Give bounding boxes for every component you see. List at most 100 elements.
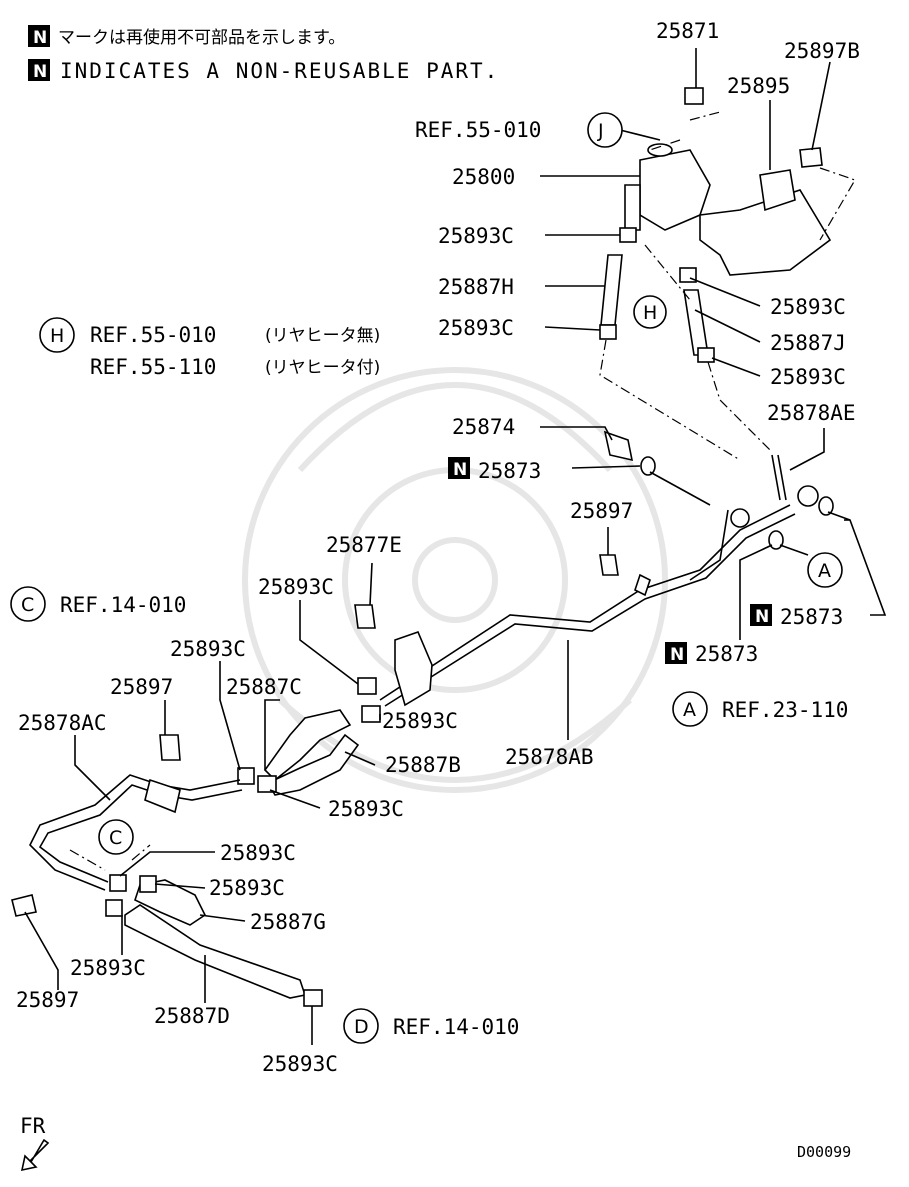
n-badge-icon — [28, 59, 50, 81]
svg-text:REF.55-010: REF.55-010 — [90, 323, 216, 347]
svg-text:N: N — [755, 607, 769, 627]
hose-25887b — [266, 733, 360, 796]
svg-text:(リヤヒータ付): (リヤヒータ付) — [265, 358, 380, 378]
svg-text:D: D — [354, 1016, 369, 1038]
part-label: 25893C — [170, 637, 246, 661]
part-label: 25874 — [452, 415, 515, 439]
part-label: 25873 — [478, 459, 541, 483]
part-label: 25873 — [695, 642, 758, 666]
svg-text:H: H — [643, 302, 657, 324]
svg-text:J: J — [597, 120, 604, 142]
n-badge-icon — [750, 604, 772, 626]
callout-c-top: C REF.14-010 — [10, 586, 186, 622]
part-label: 25893C — [438, 224, 514, 248]
part-label: 25897 — [16, 988, 79, 1012]
part-label: 25871 — [656, 19, 719, 43]
part-label: 25887G — [250, 910, 326, 934]
clamp-25893c-k — [105, 899, 123, 917]
part-label: 25893C — [220, 841, 296, 865]
callout-h-legend: H REF.55-010 (リヤヒータ無) REF.55-110 (リヤヒータ付… — [39, 317, 380, 379]
callout-a-diagram: A — [807, 552, 843, 588]
part-label: 25893C — [328, 797, 404, 821]
clamp-25893c-h — [257, 775, 277, 793]
hose-25887h — [600, 254, 623, 326]
svg-text:A: A — [683, 699, 696, 721]
svg-text:A: A — [818, 560, 831, 582]
part-label: 25878AE — [767, 401, 856, 425]
hose-25887j — [683, 289, 709, 356]
part-label: 25897 — [110, 675, 173, 699]
heater-valve-assembly — [624, 87, 856, 276]
n-badge-icon — [448, 457, 470, 479]
callout-a-legend: A REF.23-110 — [672, 691, 848, 727]
washer-25873-a — [640, 456, 656, 476]
clamp-25893c-l — [303, 989, 323, 1007]
part-label: 25897B — [784, 39, 860, 63]
non-reusable-note-en: N INDICATES A NON-REUSABLE PART. — [28, 59, 499, 83]
callout-d: D REF.14-010 — [343, 1008, 519, 1044]
part-label: 25887H — [438, 275, 514, 299]
svg-text:REF.23-110: REF.23-110 — [722, 698, 848, 722]
svg-text:N: N — [670, 645, 684, 665]
svg-text:N: N — [453, 460, 467, 480]
part-labels: 25871 25897B 25895 25800 25893C 25887H 2… — [16, 19, 860, 1076]
svg-text:(リヤヒータ無): (リヤヒータ無) — [265, 326, 380, 346]
clamp-25893c-d — [697, 347, 715, 363]
nut-25871 — [684, 87, 704, 105]
part-label: 25887J — [770, 331, 846, 355]
svg-text:REF.14-010: REF.14-010 — [393, 1015, 519, 1039]
part-label: 25877E — [326, 533, 402, 557]
svg-text:N: N — [33, 62, 47, 82]
bolt-25897-c — [11, 894, 37, 917]
svg-text:REF.14-010: REF.14-010 — [60, 593, 186, 617]
bolt-25897-b — [159, 734, 181, 761]
part-label: 25893C — [770, 365, 846, 389]
n-badge-icon — [28, 25, 50, 47]
clamp-25893c-g — [237, 767, 255, 785]
clamp-25893c-i — [109, 874, 127, 892]
part-label: 25897 — [570, 499, 633, 523]
non-reusable-note-jp: N マークは再使用不可部品を示します。 — [28, 25, 345, 48]
svg-text:C: C — [21, 594, 34, 616]
part-label: 25873 — [780, 605, 843, 629]
part-label: 25895 — [727, 74, 790, 98]
bolt-25897b — [799, 147, 823, 168]
part-label: 25887D — [154, 1004, 230, 1028]
clamp-25893c-e — [357, 677, 377, 695]
part-label: 25800 — [452, 165, 515, 189]
callout-c-diagram: C — [98, 819, 134, 855]
callout-j: J REF.55-010 — [415, 112, 623, 148]
part-label: 25887B — [385, 753, 461, 777]
n-badge-icon — [665, 642, 687, 664]
pipe-25878ac — [29, 774, 243, 891]
clamp-25893c-b — [599, 324, 617, 340]
svg-text:N: N — [33, 28, 47, 48]
part-label: 25878AC — [18, 711, 107, 735]
hose-25887c — [263, 709, 352, 782]
svg-text:REF.55-110: REF.55-110 — [90, 355, 216, 379]
svg-text:INDICATES A NON-REUSABLE PART.: INDICATES A NON-REUSABLE PART. — [60, 59, 499, 83]
part-label: 25893C — [438, 316, 514, 340]
part-label: 25893C — [770, 295, 846, 319]
arrow-down-left-icon — [20, 1138, 50, 1172]
svg-text:C: C — [109, 827, 122, 849]
clamp-25893c-j — [139, 875, 157, 893]
washer-25873-b — [818, 496, 834, 516]
part-label: 25893C — [258, 575, 334, 599]
bolt-25897-a — [599, 554, 619, 576]
svg-text:H: H — [50, 325, 64, 347]
svg-text:マークは再使用不可部品を示します。: マークは再使用不可部品を示します。 — [58, 27, 345, 48]
leader-lines — [24, 48, 887, 1045]
bolt-25877e — [354, 604, 376, 629]
svg-text:FR: FR — [20, 1114, 46, 1138]
clamp-25893c-f — [361, 705, 381, 723]
part-label: 25878AB — [505, 745, 594, 769]
part-label: 25893C — [382, 709, 458, 733]
svg-text:REF.55-010: REF.55-010 — [415, 118, 541, 142]
part-label: 25893C — [262, 1052, 338, 1076]
bracket — [394, 630, 433, 707]
diagram-code: D00099 — [797, 1143, 851, 1161]
pipe-25878ab — [379, 454, 819, 707]
callout-h-diagram: H — [633, 295, 667, 329]
